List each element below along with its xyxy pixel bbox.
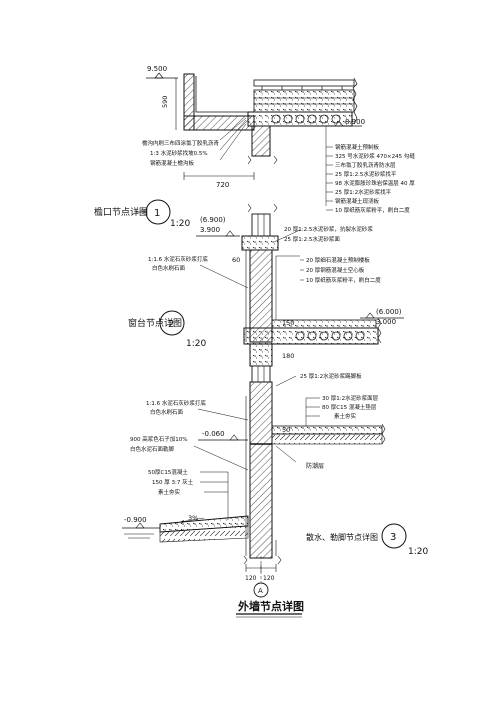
apron-note-1: 50厚C15混凝土: [148, 468, 188, 476]
dim-50: 50: [282, 426, 290, 434]
eave-detail: 9.500 590 8.900: [94, 65, 415, 229]
roof-note-2: 325 号水泥砂浆 470×245 勾缝: [335, 152, 415, 160]
eave-note-3: 钢筋混凝土檐沟板: [150, 159, 195, 167]
elev-top: 9.500: [147, 65, 167, 73]
dim-120b: 120: [263, 575, 275, 582]
apron-note-2: 150 厚 3:7 灰土: [152, 478, 194, 486]
detail-3-number: 3: [390, 532, 396, 543]
roof-note-5: 98 水泥膨胀珍珠岩保温层 40 厚: [335, 179, 415, 187]
apron-note-3: 素土夯实: [158, 488, 181, 496]
skirting-note: 25 厚1:2水泥砂浆踢脚板: [300, 372, 362, 380]
roof-note-7: 钢筋混凝土现浇板: [335, 197, 380, 205]
base-left-note-1: 1:1.6 水泥石灰砂浆打底: [146, 399, 206, 407]
roof-note-3: 三布氯丁胶乳沥青防水层: [335, 161, 396, 169]
window-note-3: 20 厚细石混凝土预制楼板: [306, 256, 370, 264]
detail-3-scale: 1:20: [408, 547, 428, 557]
elev-roof: 8.900: [345, 118, 365, 126]
drawing-title-block: 外墙节点详图: [236, 599, 304, 618]
base-right-note-2: 80 厚C15 混凝土垫层: [322, 403, 377, 411]
dampproof-note: 防潮层: [306, 462, 324, 470]
slope-3pct: 3%: [188, 514, 198, 522]
drawing-title: 外墙节点详图: [237, 599, 304, 613]
elev-6000: (6.000): [376, 308, 402, 316]
elev-3000: 3.000: [376, 318, 396, 326]
elev-neg0060: -0.060: [202, 430, 225, 438]
roof-note-6: 25 厚1:2水泥砂浆找平: [335, 188, 392, 196]
window-note-5: 10 厚纸筋灰浆粉平，刷白二度: [306, 276, 381, 284]
base-left-note-4: 白色水泥石面勒脚: [130, 445, 175, 453]
window-sill-detail: (6.900) 3.900 60 1:1.6 水泥石灰砂浆打底 白色水刷石面 2…: [128, 203, 404, 383]
dim-720: 720: [216, 181, 229, 189]
roof-note-4: 25 厚1:2.5水泥砂浆找平: [335, 170, 397, 178]
plinth-apron-detail: 25 厚1:2水泥砂浆踢脚板 1:1.6 水泥石灰砂浆打底 白色水刷石面 50 …: [122, 372, 428, 598]
dim-120a: 120: [245, 575, 257, 582]
base-left-note-3: 900 高浆色石子加10%: [130, 435, 187, 443]
dim-60: 60: [232, 256, 240, 264]
window-note-2: 25 厚1:2.5水泥砂浆面: [284, 235, 340, 243]
detail-2-name: 窗台节点详图: [128, 317, 182, 329]
window-note-1: 20 厚1:2.5水泥砂浆，抗裂水泥砂浆: [284, 225, 373, 233]
detail-2-scale: 1:20: [186, 339, 206, 349]
detail-1-scale: 1:20: [170, 219, 190, 229]
elev-3900: 3.900: [200, 226, 220, 234]
detail-2-number: 2: [168, 319, 174, 330]
window-note-4: 20 厚钢筋混凝土空心板: [306, 266, 365, 274]
axis-label: A: [258, 587, 263, 595]
eave-note-2: 1:3 水泥砂浆找坡0.5%: [150, 149, 208, 157]
window-left-note-2: 白色水刷石面: [152, 264, 186, 272]
base-left-note-2: 白色水刷石面: [150, 408, 184, 416]
roof-note-1: 钢筋混凝土预制板: [335, 143, 380, 151]
detail-1-number: 1: [154, 208, 160, 219]
eave-note-1: 檐沟内刷三布四涂氯丁胶乳沥青: [142, 139, 220, 147]
window-left-note-1: 1:1.6 水泥石灰砂浆打底: [148, 255, 208, 263]
dim-180: 180: [282, 352, 294, 360]
detail-1-name: 檐口节点详图: [94, 206, 148, 218]
dim-590: 590: [161, 96, 169, 108]
detail-3-name: 散水、勒脚节点详图: [306, 532, 378, 542]
elev-neg0900: -0.900: [124, 516, 147, 524]
base-right-note-1: 30 厚1:2水泥砂浆面层: [322, 394, 379, 402]
dim-150: 150: [282, 319, 294, 327]
base-right-note-3: 素土夯实: [334, 412, 357, 420]
roof-note-8: 10 厚纸筋灰浆粉平，刷白二度: [335, 206, 410, 214]
elev-6900: (6.900): [200, 216, 226, 224]
